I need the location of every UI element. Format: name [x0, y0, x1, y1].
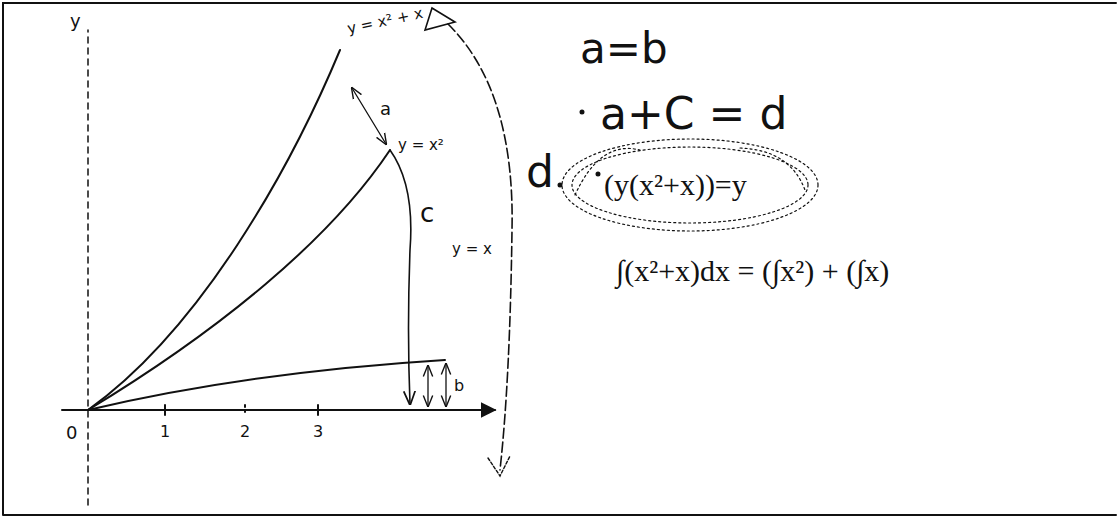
tick-number: 1 — [160, 424, 170, 440]
equation-text: a+C = d — [600, 92, 787, 136]
tick-number: 3 — [313, 424, 323, 440]
equation-text: a=b — [580, 28, 668, 70]
curve-label: y = x² — [398, 138, 444, 153]
curve-label: y = x — [452, 242, 492, 257]
tick-number: 2 — [240, 424, 250, 440]
crossed-equation: (y(x²+x))=y — [604, 170, 747, 200]
length-letter: c — [420, 200, 434, 226]
length-letter: b — [454, 378, 464, 394]
curve-label: y = x² + x — [346, 6, 424, 37]
length-letter: d — [526, 150, 554, 194]
axis-label: y — [70, 12, 81, 30]
tick-number: 0 — [66, 424, 77, 442]
integral-equation: ∫(x²+x)dx = (∫x²) + (∫x) — [616, 256, 889, 286]
length-letter: a — [380, 100, 391, 118]
